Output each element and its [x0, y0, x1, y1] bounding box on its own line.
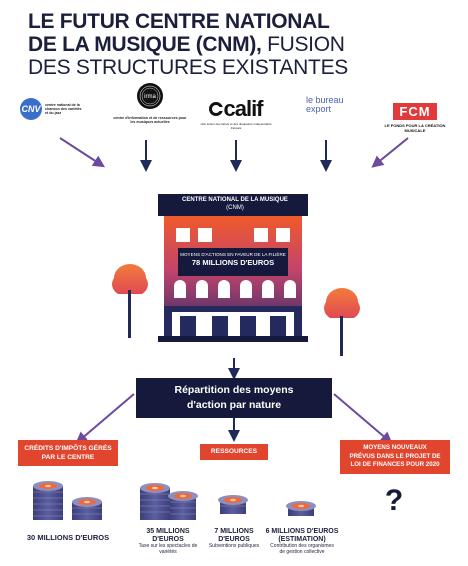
coin-stack-gestion: [286, 501, 316, 516]
title-line-2-bold: DE LA MUSIQUE (CNM),: [28, 33, 262, 56]
fcm-caption: LE FONDS POUR LA CRÉATION MUSICALE: [384, 123, 446, 133]
arrow-cnv: [59, 137, 106, 168]
means-box: MOYENS D'ACTIONS EN FAVEUR DE LA FILIÈRE…: [178, 251, 288, 268]
coin-stack-taxe-1: [140, 483, 170, 520]
arrow-to-credits: [75, 393, 135, 444]
title-line-1: LE FUTUR CENTRE NATIONAL: [28, 10, 330, 33]
irma-caption: centre d'information et de ressources po…: [113, 116, 187, 125]
nouveaux-line-2: PRÉVUS DANS LE PROJET DE: [349, 452, 441, 460]
gestion-amount-estimation: (ESTIMATION): [278, 535, 326, 543]
subventions-amount: 7 MILLIONS D'EUROS Subventions publiques: [202, 528, 266, 549]
credits-line-2: PAR LE CENTRE: [41, 454, 95, 461]
logo-irma: irma centre d'information et de ressourc…: [110, 82, 190, 124]
nouveaux-line-3: LOI DE FINANCES POUR 2020: [350, 461, 440, 469]
ressources-box: RESSOURCES: [200, 444, 268, 460]
credits-amount-value: 30 MILLIONS D'EUROS: [26, 533, 110, 542]
taxe-amount: 35 MILLIONS D'EUROS Taxe sur les spectac…: [130, 528, 206, 555]
gestion-amount: 6 MILLIONS D'EUROS (ESTIMATION) Contribu…: [264, 528, 340, 555]
cnv-logo-mark: CNV: [20, 98, 42, 120]
calif-wordmark: calif: [223, 96, 263, 121]
repartition-line-2: d'action par nature: [186, 399, 282, 411]
credits-amount: 30 MILLIONS D'EUROS: [20, 534, 116, 542]
fcm-wordmark: FCM: [393, 103, 437, 120]
building-illustration: [112, 194, 360, 356]
page-title: LE FUTUR CENTRE NATIONAL DE LA MUSIQUE (…: [28, 10, 448, 79]
credits-box: CRÉDITS D'IMPÔTS GÉRÉS PAR LE CENTRE: [18, 440, 118, 466]
title-line-3: DES STRUCTURES EXISTANTES: [28, 56, 348, 79]
irma-circle-icon: irma: [137, 83, 163, 109]
credits-line-1: CRÉDITS D'IMPÔTS GÉRÉS: [24, 445, 112, 452]
arrow-to-nouveaux: [333, 393, 393, 444]
building-title: CENTRE NATIONAL DE LA MUSIQUE (CNM): [160, 196, 310, 212]
means-value: 78 MILLIONS D'EUROS: [191, 258, 275, 267]
title-line-2-light: FUSION: [261, 33, 345, 56]
tree-left-icon: [112, 264, 148, 338]
gestion-amount-desc-1: Contribution des organismes: [270, 543, 334, 549]
subventions-amount-desc: Subventions publiques: [208, 543, 260, 549]
repartition-box: Répartition des moyens d'action par natu…: [136, 378, 332, 418]
means-label: MOYENS D'ACTIONS EN FAVEUR DE LA FILIÈRE: [180, 252, 286, 257]
question-mark: ?: [384, 484, 404, 517]
repartition-line-1: Répartition des moyens: [174, 384, 294, 396]
logo-calif: calif club action des labels et des disq…: [196, 96, 276, 130]
arrow-fcm: [371, 137, 409, 168]
logo-fcm: FCM LE FONDS POUR LA CRÉATION MUSICALE: [376, 103, 454, 133]
calif-c-icon: [209, 102, 224, 116]
taxe-amount-value: 35 MILLIONS D'EUROS: [146, 528, 190, 543]
coin-stack-taxe-2: [168, 491, 198, 520]
ressources-label: RESSOURCES: [210, 448, 258, 455]
gestion-amount-value: 6 MILLIONS D'EUROS: [265, 528, 339, 535]
logo-cnv: CNV centre national de la chanson des va…: [20, 98, 90, 120]
nouveaux-box: MOYENS NOUVEAUX PRÉVUS DANS LE PROJET DE…: [340, 440, 450, 474]
taxe-amount-desc: Taxe sur les spectacles de variétés: [138, 543, 198, 555]
coin-stack-subventions: [218, 495, 248, 514]
coin-stack-credits-2: [72, 497, 102, 520]
building-subtitle: (CNM): [226, 205, 244, 211]
calif-caption: club action des labels et des disquaires…: [200, 122, 272, 131]
cnv-caption: centre national de la chanson des variét…: [45, 102, 82, 116]
subventions-amount-value: 7 MILLIONS D'EUROS: [214, 528, 254, 543]
tree-right-icon: [324, 288, 360, 356]
logo-bureau-export: le bureau export: [298, 96, 356, 114]
nouveaux-line-1: MOYENS NOUVEAUX: [363, 444, 427, 451]
bureau-export-wordmark: le bureau export: [306, 95, 344, 114]
coin-stack-credits-1: [33, 481, 63, 520]
gestion-amount-desc-2: de gestion collective: [279, 549, 325, 555]
coin-stacks: [33, 481, 316, 520]
svg-text:irma: irma: [144, 94, 156, 100]
building-title-line: CENTRE NATIONAL DE LA MUSIQUE: [182, 197, 288, 203]
